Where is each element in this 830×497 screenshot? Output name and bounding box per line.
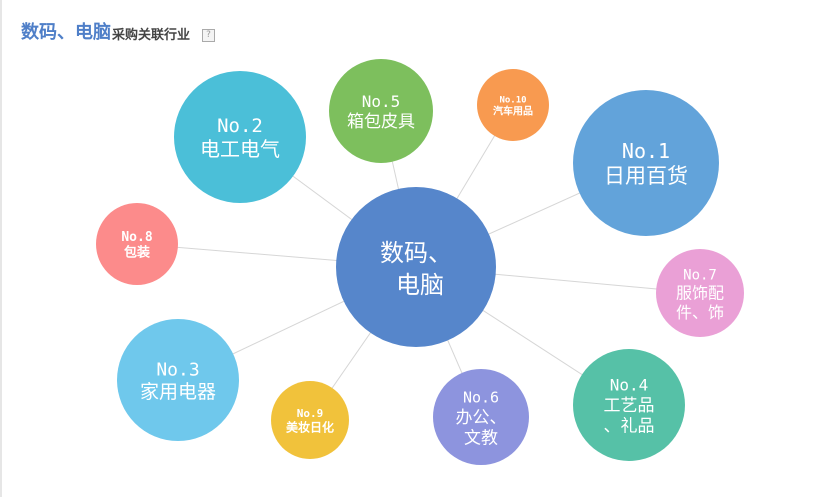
node-label: 件、饰	[676, 303, 724, 322]
page-subtitle: 采购关联行业	[112, 28, 191, 43]
center-bubble	[336, 187, 496, 347]
page-title: 数码、电脑	[21, 22, 111, 43]
node-rank: No.8	[121, 230, 152, 245]
center-node: 数码、电脑	[336, 187, 496, 347]
node-bubble	[573, 90, 719, 236]
node-bubble	[117, 319, 239, 441]
node-rank: No.4	[610, 376, 649, 395]
node-bubble	[433, 369, 529, 465]
center-label: 电脑	[396, 271, 444, 299]
node-rank: No.9	[297, 407, 324, 420]
node-bubble	[271, 381, 349, 459]
node-bubble	[477, 69, 549, 141]
center-label: 数码、	[380, 239, 452, 267]
node-label: 办公、	[456, 408, 507, 428]
node-label: 、礼品	[604, 416, 655, 436]
node-label: 日用百货	[604, 164, 688, 188]
node-bubble	[573, 349, 685, 461]
help-icon[interactable]: ?	[202, 29, 216, 42]
node-rank: No.3	[156, 359, 199, 380]
node-bubble	[96, 203, 178, 285]
node-label: 文教	[464, 428, 498, 448]
node-rank: No.6	[463, 389, 499, 407]
node-label: 包装	[124, 244, 150, 260]
node-bubble	[174, 71, 306, 203]
node-label: 箱包皮具	[347, 112, 415, 132]
node-label: 家用电器	[140, 381, 216, 403]
node-label: 电工电气	[200, 137, 280, 161]
node-bubble	[656, 249, 744, 337]
node-rank: No.2	[217, 115, 263, 137]
industry-node-8[interactable]: No.8包装	[96, 203, 178, 285]
node-rank: No.5	[362, 92, 401, 111]
node-rank: No.7	[683, 267, 717, 283]
node-rank: No.1	[622, 139, 670, 163]
left-border	[0, 0, 2, 497]
node-bubble	[329, 59, 433, 163]
node-label: 汽车用品	[493, 105, 533, 118]
industry-node-6[interactable]: No.6办公、文教	[433, 369, 529, 465]
node-label: 服饰配	[676, 284, 724, 303]
node-label: 工艺品	[604, 396, 655, 416]
node-label: 美妆日化	[286, 419, 334, 434]
header: 数码、电脑 采购关联行业 ?	[21, 18, 216, 44]
node-rank: No.10	[499, 96, 526, 106]
